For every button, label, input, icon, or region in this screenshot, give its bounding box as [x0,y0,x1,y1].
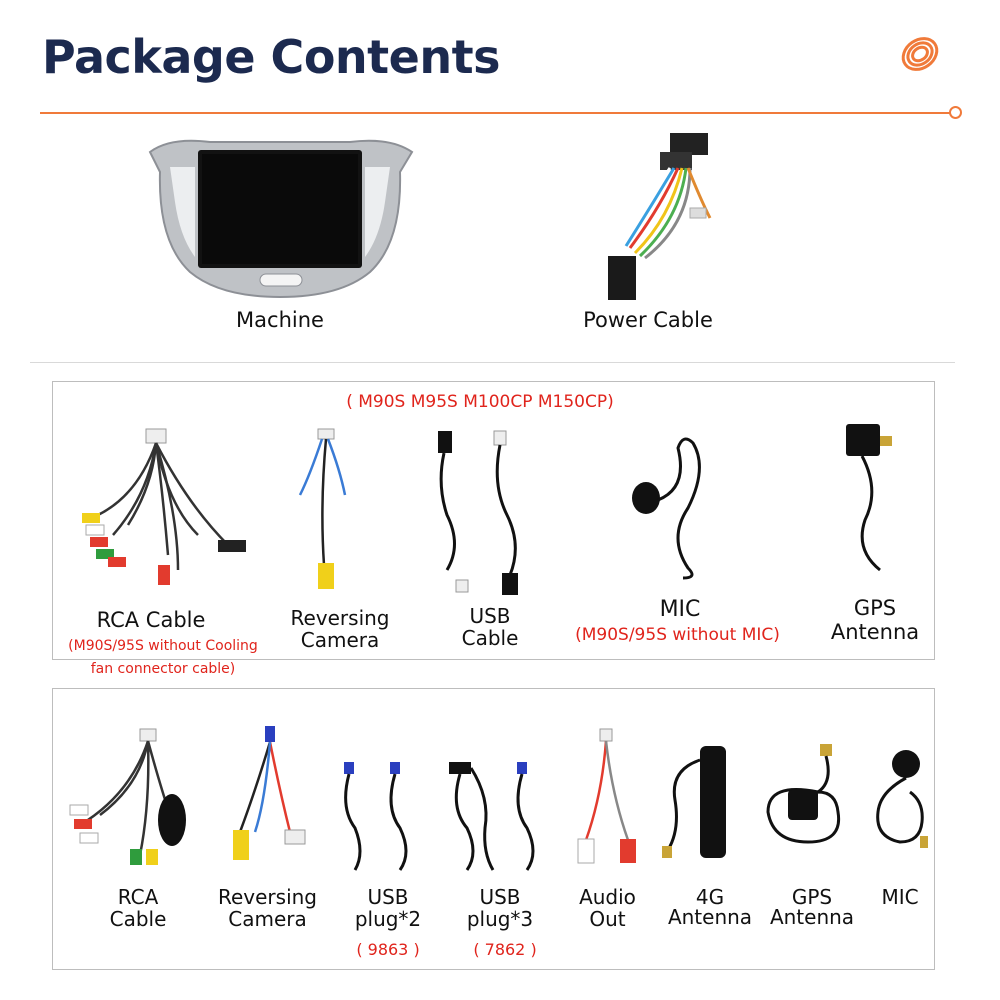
rca-cable-2-label-1: RCA [117,885,159,909]
usb-cable-label-1: USB [469,604,511,628]
page-title: Package Contents [42,30,500,84]
gps-antenna-image [846,424,892,572]
usb-plug-3-label-2: plug*3 [466,907,534,931]
reversing-camera-2-image [233,726,306,860]
mic-note: (M90S/95S without MIC) [575,625,780,645]
usb-plug-2-label-1: USB [367,885,409,909]
usb-cable-label-2: Cable [461,626,519,650]
usb-plug-2-note: ( 9863 ) [356,940,420,959]
rca-cable-label: RCA Cable [96,608,206,632]
audio-out-label-2: Out [589,907,626,931]
brand-logo-icon [901,37,939,71]
reversing-camera-2-label-2: Camera [228,907,307,931]
section-separator [30,362,955,363]
audio-out-label-1: Audio [579,885,636,909]
audio-out-image [577,728,636,864]
4g-antenna-image [662,746,726,858]
model-list: ( M90S M95S M100CP M150CP) [346,392,614,412]
accessory-box-1 [52,381,935,660]
mic-label: MIC [659,597,701,622]
usb-plug-2-image [344,762,408,871]
usb-plug-3-image [449,762,535,871]
rca-cable-note-1: (M90S/95S without Cooling [68,638,258,654]
accessory-box-2 [52,688,935,970]
mic-image [632,437,701,580]
usb-plug-3-note: ( 7862 ) [473,940,537,959]
gps-antenna-2-image [766,744,841,844]
reversing-camera-label-1: Reversing [290,606,390,630]
usb-plug-3-label-1: USB [479,885,521,909]
reversing-camera-label-2: Camera [300,628,380,652]
rca-cable-2-label-2: Cable [109,907,167,931]
gps-antenna-2-label-1: GPS [791,885,833,909]
mic-2-image [876,750,928,848]
usb-cable-image [438,430,518,595]
header-divider [40,112,952,114]
usb-plug-2-label-2: plug*2 [354,907,422,931]
gps-antenna-label-2: Antenna [830,620,920,644]
power-cable-image [608,133,712,300]
reversing-camera-2-label-1: Reversing [217,885,317,909]
machine-label: Machine [236,308,324,332]
4g-antenna-label-2: Antenna [667,905,753,929]
reversing-camera-image [298,428,347,589]
4g-antenna-label-1: 4G [695,885,725,909]
machine-image [148,139,414,299]
gps-antenna-2-label-2: Antenna [769,905,855,929]
gps-antenna-label-1: GPS [853,596,897,620]
power-cable-label: Power Cable [583,308,713,332]
rca-cable-image [82,428,246,585]
header-divider-dot [949,106,962,119]
rca-cable-note-2: fan connector cable) [90,661,236,677]
mic-2-label: MIC [881,885,919,909]
rca-cable-2-image [69,728,186,865]
